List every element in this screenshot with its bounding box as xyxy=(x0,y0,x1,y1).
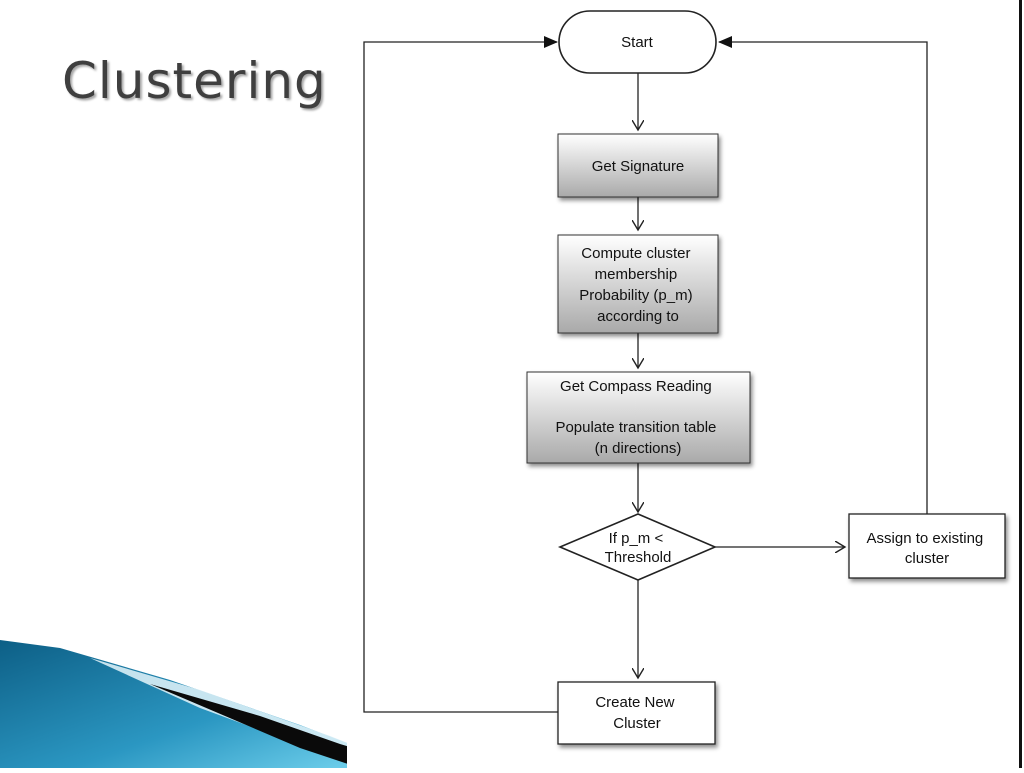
loop-create-to-start xyxy=(363,36,558,713)
decision-line-1: If p_m < xyxy=(609,530,664,547)
start-node: Start xyxy=(558,10,717,74)
flowchart-svg: Start Get Signature Compute cluster memb… xyxy=(363,10,1006,745)
compute-line-4: according to xyxy=(597,308,679,325)
compass-reading-node: Get Compass Reading Populate transition … xyxy=(526,371,751,464)
compass-line-4: (n directions) xyxy=(595,440,682,457)
flowchart-figure: Start Get Signature Compute cluster memb… xyxy=(347,0,1019,768)
get-signature-node: Get Signature xyxy=(557,133,719,198)
svg-text:Compute cluster member: Compute cluster membership Probability (… xyxy=(579,245,697,325)
slide-title: Clustering xyxy=(62,52,327,110)
svg-text:Get Compass Reading: Get Compass Reading Populate transition … xyxy=(555,378,720,457)
compute-line-1: Compute cluster xyxy=(581,245,690,262)
get-signature-label: Get Signature xyxy=(592,158,685,175)
start-label: Start xyxy=(621,34,654,51)
loop-assign-to-start xyxy=(718,36,928,514)
assign-existing-node: Assign to existing cluster xyxy=(848,513,1006,579)
compute-line-3: Probability (p_m) xyxy=(579,287,692,304)
assign-line-2: cluster xyxy=(905,550,949,567)
compute-line-2: membership xyxy=(595,266,678,283)
assign-line-1: Assign to existing xyxy=(867,530,984,547)
svg-text:Create New Cluster: Create New Cluster xyxy=(595,694,678,732)
decorative-swoosh xyxy=(0,640,360,768)
decision-line-2: Threshold xyxy=(605,549,672,566)
create-cluster-node: Create New Cluster xyxy=(557,681,716,745)
svg-text:If p_m < Threshold: If p_m < Threshold xyxy=(605,530,672,566)
slide-edge-divider xyxy=(1019,0,1022,768)
create-line-1: Create New xyxy=(595,694,674,711)
create-line-2: Cluster xyxy=(613,715,661,732)
svg-text:Assign to existing clu: Assign to existing cluster xyxy=(867,530,988,567)
compute-membership-node: Compute cluster membership Probability (… xyxy=(557,234,719,334)
compass-line-3: Populate transition table xyxy=(555,419,716,436)
compass-line-1: Get Compass Reading xyxy=(560,378,712,395)
threshold-decision-node: If p_m < Threshold xyxy=(557,513,718,581)
